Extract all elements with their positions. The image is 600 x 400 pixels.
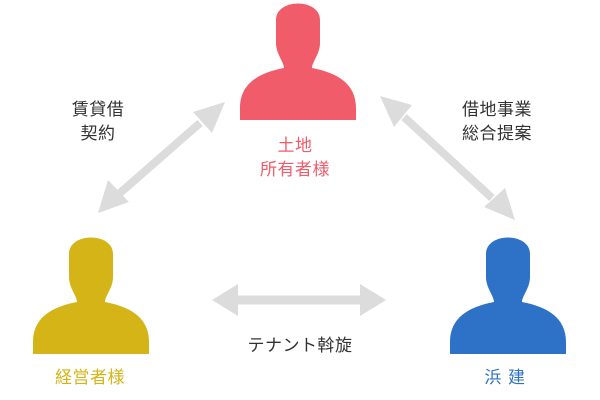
hamaken-label: 浜 建: [484, 368, 526, 388]
manager-person-icon: [33, 237, 149, 354]
arrow-manager-hamaken: [212, 284, 386, 316]
lease-contract-label: 賃貸借 契約: [71, 100, 125, 144]
tenant-brokerage-label: テナント斡旋: [247, 336, 353, 356]
landowner-person-icon: [240, 3, 356, 120]
landowner-label: 土地 所有者様: [260, 136, 330, 180]
arrow-landowner-manager: [98, 102, 225, 213]
land-business-proposal-label: 借地事業 総合提案: [462, 100, 532, 144]
hamaken-person-icon: [450, 237, 566, 354]
manager-label: 経営者様: [55, 368, 125, 388]
arrow-landowner-hamaken: [380, 96, 515, 220]
